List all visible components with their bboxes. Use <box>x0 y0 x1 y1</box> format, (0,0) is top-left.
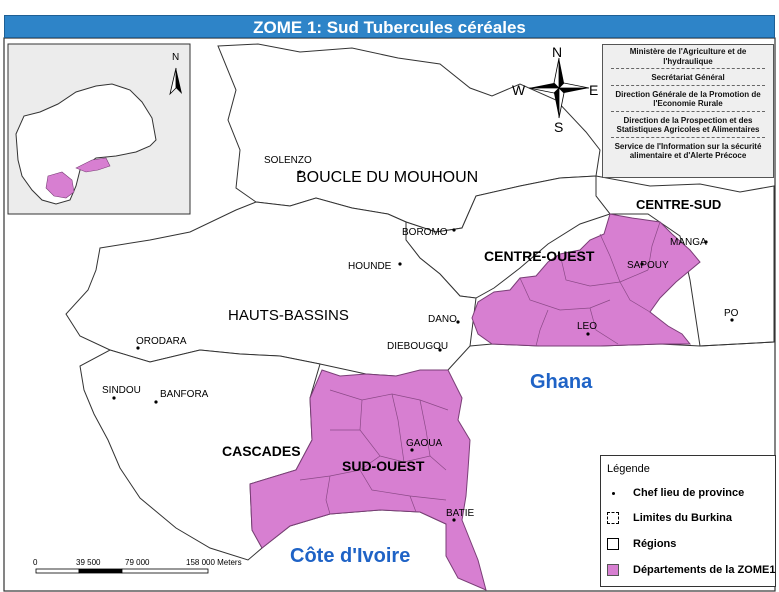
info-ministry: Ministère de l'Agriculture et de l'hydra… <box>629 47 747 66</box>
dept-lines-sud-ouest <box>299 389 449 515</box>
scale-label-1: 39 500 <box>76 558 101 567</box>
legend-chef-label: Chef lieu de province <box>633 487 745 499</box>
legend-limites-label: Limites du Burkina <box>633 512 733 524</box>
legend-row-departements: Départements de la ZOME1 <box>607 562 775 578</box>
label-hauts-bassins: HAUTS-BASSINS <box>228 307 349 324</box>
label-sindou: SINDOU <box>102 385 141 396</box>
compass-w: W <box>512 82 526 98</box>
label-cote-divoire: Côte d'Ivoire <box>290 545 410 567</box>
label-batie: BATIE <box>446 508 474 519</box>
label-sapouy: SAPOUY <box>627 260 669 271</box>
limites-icon <box>607 512 619 524</box>
legend-row-chef: Chef lieu de province <box>607 485 744 501</box>
scale-label-2: 79 000 <box>125 558 150 567</box>
info-secretariat: Secrétariat Général <box>651 73 725 82</box>
legend-row-regions: Régions <box>607 536 676 552</box>
info-box: Ministère de l'Agriculture et de l'hydra… <box>602 44 774 178</box>
legend-title: Légende <box>607 463 650 475</box>
label-cascades: CASCADES <box>222 443 301 459</box>
zone-centre-ouest-pink <box>471 213 701 347</box>
zone-sud-ouest-pink <box>249 369 487 591</box>
inset-compass-n: N <box>172 52 179 63</box>
compass-n: N <box>552 44 562 60</box>
label-dano: DANO <box>428 314 457 325</box>
dept-lines-centre-ouest <box>519 221 661 347</box>
label-ghana: Ghana <box>530 371 593 393</box>
info-direction-prospection: Direction de la Prospection et des Stati… <box>616 115 760 135</box>
regions-icon <box>607 538 619 550</box>
scale-label-0: 0 <box>33 558 38 567</box>
label-manga: MANGA <box>670 237 707 248</box>
info-direction-generale: Direction Générale de la Promotion de l'… <box>615 89 761 109</box>
town-labels: SOLENZO BOROMO HOUNDE MANGA SAPOUY DANO … <box>102 155 739 519</box>
legend: Légende Chef lieu de province Limites du… <box>600 455 776 587</box>
label-gaoua: GAOUA <box>406 438 442 449</box>
info-service: Service de l'Information sur la sécurité… <box>614 141 762 161</box>
label-boucle-du-mouhoun: BOUCLE DU MOUHOUN <box>296 169 478 186</box>
label-solenzo: SOLENZO <box>264 155 312 166</box>
inset-burkina-outline <box>15 83 157 205</box>
legend-departements-label: Départements de la ZOME1 <box>633 564 776 576</box>
legend-row-limites: Limites du Burkina <box>607 510 732 526</box>
label-centre-ouest: CENTRE-OUEST <box>484 248 595 264</box>
province-points <box>112 170 734 522</box>
departements-icon <box>607 564 619 576</box>
label-diebougou: DIEBOUGOU <box>387 341 448 352</box>
label-po: PO <box>724 308 739 319</box>
compass-s: S <box>554 119 563 135</box>
label-centre-sud: CENTRE-SUD <box>636 197 721 212</box>
label-orodara: ORODARA <box>136 336 187 347</box>
compass-rose-icon <box>528 57 590 119</box>
legend-regions-label: Régions <box>633 538 677 550</box>
label-boromo: BOROMO <box>402 227 448 238</box>
compass-e: E <box>589 82 598 98</box>
inset-zone-pink-1 <box>45 171 75 199</box>
inset-zone-pink-2 <box>75 157 111 173</box>
scale-label-3: 158 000 Meters <box>186 558 242 567</box>
scale-bar <box>35 568 209 574</box>
chef-lieu-icon <box>607 487 619 499</box>
map-title: ZOME 1: Sud Tubercules céréales <box>4 15 775 38</box>
label-hounde: HOUNDE <box>348 261 392 272</box>
label-sud-ouest: SUD-OUEST <box>342 458 425 474</box>
inset-compass-icon <box>169 67 182 96</box>
label-leo: LEO <box>577 321 597 332</box>
label-banfora: BANFORA <box>160 389 209 400</box>
